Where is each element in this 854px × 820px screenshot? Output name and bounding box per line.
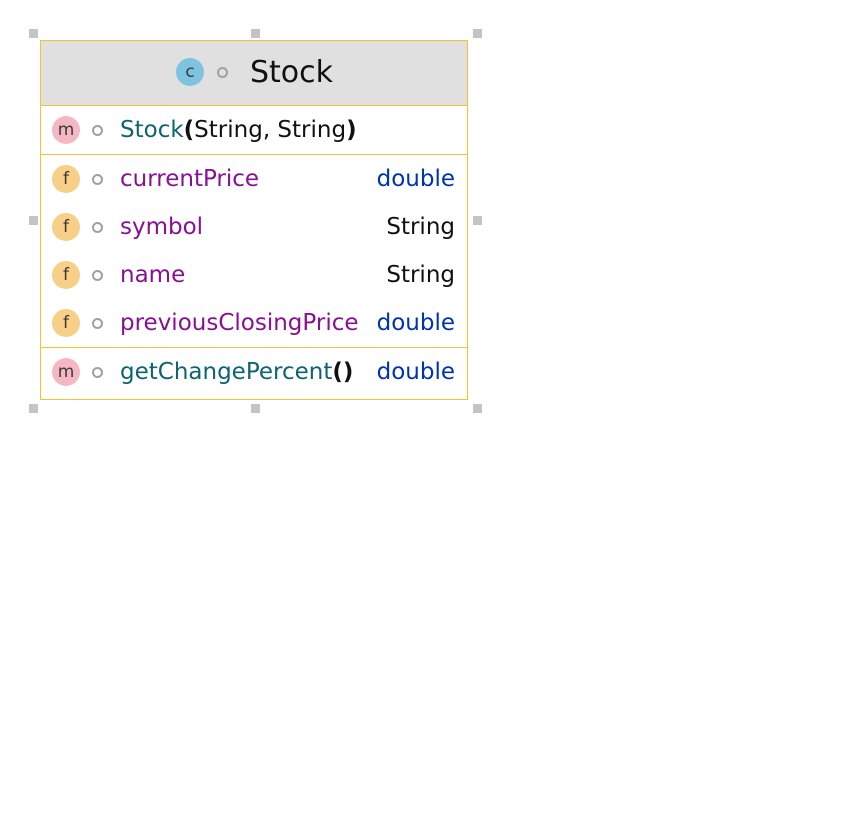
package-private-visibility-icon: [92, 174, 103, 185]
field-name: symbol: [120, 214, 204, 240]
class-name: Stock: [250, 55, 334, 90]
method-icon: m: [52, 358, 80, 386]
field-name: previousClosingPrice: [120, 310, 359, 336]
field-name: currentPrice: [120, 166, 260, 192]
field-name: name: [120, 262, 186, 288]
class-icon: c: [176, 58, 204, 86]
selection-handle-top-center[interactable]: [251, 29, 260, 38]
field-icon: f: [52, 165, 80, 193]
field-row[interactable]: f symbol String: [41, 203, 467, 251]
field-icon: f: [52, 309, 80, 337]
uml-class-node[interactable]: c Stock m Stock(String, String) f curren…: [40, 40, 468, 400]
selection-handle-bottom-right[interactable]: [473, 404, 482, 413]
selection-handle-top-right[interactable]: [473, 29, 482, 38]
selection-handle-middle-right[interactable]: [473, 216, 482, 225]
field-icon: f: [52, 261, 80, 289]
package-private-visibility-icon: [92, 125, 103, 136]
field-icon: f: [52, 213, 80, 241]
constructor-params: String, String: [194, 117, 347, 143]
methods-section: m getChangePercent() double: [41, 348, 467, 396]
fields-section: f currentPrice double f symbol String f …: [41, 155, 467, 348]
method-name: getChangePercent: [120, 359, 333, 385]
field-type: String: [386, 214, 455, 240]
method-return-type: double: [376, 359, 455, 385]
method-row[interactable]: m getChangePercent() double: [41, 348, 467, 396]
field-type: double: [376, 166, 455, 192]
constructor-open-paren: (: [183, 117, 195, 143]
field-row[interactable]: f name String: [41, 251, 467, 299]
field-type: String: [386, 262, 455, 288]
selection-handle-bottom-left[interactable]: [29, 404, 38, 413]
method-parens: (): [332, 359, 354, 385]
method-icon: m: [52, 116, 80, 144]
method-signature: getChangePercent(): [120, 356, 353, 388]
package-private-visibility-icon: [217, 67, 228, 78]
field-type: double: [376, 310, 455, 336]
constructor-name: Stock: [120, 117, 184, 143]
package-private-visibility-icon: [92, 318, 103, 329]
constructors-section: m Stock(String, String): [41, 106, 467, 155]
field-row[interactable]: f currentPrice double: [41, 155, 467, 203]
constructor-close-paren: ): [346, 117, 357, 143]
package-private-visibility-icon: [92, 367, 103, 378]
selection-handle-top-left[interactable]: [29, 29, 38, 38]
selection-handle-bottom-center[interactable]: [251, 404, 260, 413]
constructor-signature: Stock(String, String): [120, 114, 357, 146]
constructor-row[interactable]: m Stock(String, String): [41, 106, 467, 154]
class-header: c Stock: [41, 41, 467, 106]
field-row[interactable]: f previousClosingPrice double: [41, 299, 467, 347]
package-private-visibility-icon: [92, 222, 103, 233]
package-private-visibility-icon: [92, 270, 103, 281]
selection-handle-middle-left[interactable]: [29, 216, 38, 225]
